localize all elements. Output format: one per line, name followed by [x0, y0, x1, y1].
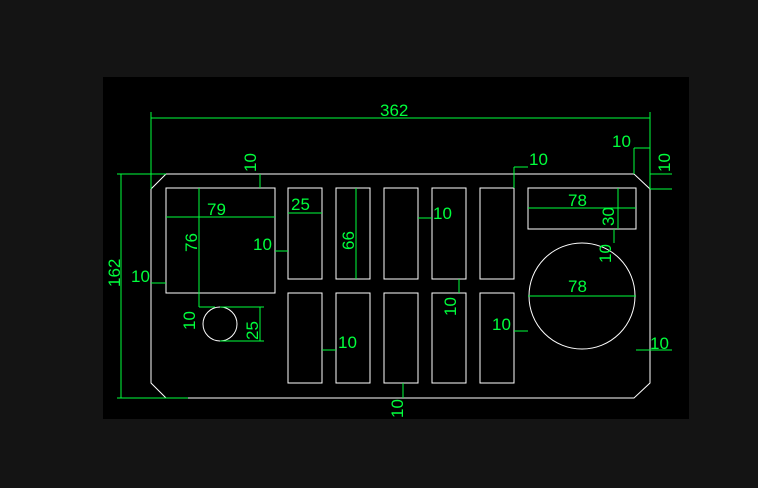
slot-top-4	[431, 187, 467, 280]
dim-right-pocket-width: 78	[568, 191, 587, 210]
dim-bottom-margin: 10	[388, 399, 407, 418]
dim-slot-height: 66	[339, 231, 358, 250]
dim-left-margin: 10	[131, 267, 150, 286]
dim-big-pocket-height: 76	[182, 233, 201, 252]
slot-bottom-4	[431, 292, 467, 384]
dim-right-gap-mid: 10	[492, 315, 511, 334]
slot-top-5	[479, 187, 515, 280]
model-viewport[interactable]	[103, 77, 689, 419]
outer-profile	[150, 173, 651, 399]
dim-right-vgap: 10	[596, 244, 615, 263]
slot-top-3	[383, 187, 419, 280]
dim-slot-width: 25	[291, 195, 310, 214]
dim-right-pocket-height: 30	[599, 207, 618, 226]
dim-small-circle-diameter: 25	[243, 321, 262, 340]
slot-bottom-2	[335, 292, 371, 384]
dim-small-circle-gap: 10	[180, 311, 199, 330]
dim-top-margin: 10	[241, 153, 260, 172]
dim-overall-width: 362	[380, 101, 408, 120]
dim-corner-y: 10	[655, 153, 674, 172]
slot-top-1	[287, 187, 323, 280]
slot-bottom-1	[287, 292, 323, 384]
dim-overall-height: 162	[105, 259, 124, 287]
dim-big-pocket-width: 79	[207, 200, 226, 219]
dim-slot-vgap: 10	[441, 297, 460, 316]
dim-corner-x: 10	[612, 132, 631, 151]
dim-right-margin: 10	[650, 334, 669, 353]
dim-big-gap: 10	[253, 235, 272, 254]
slot-top-2	[335, 187, 371, 280]
dim-slot-gap: 10	[433, 204, 452, 223]
dim-right-gap-top: 10	[529, 150, 548, 169]
slot-bottom-3	[383, 292, 419, 384]
slot-bottom-5	[479, 292, 515, 384]
dim-gap-bottom-left: 10	[338, 333, 357, 352]
big-pocket	[165, 187, 276, 294]
dimension-lines	[117, 112, 672, 399]
dim-big-circle-diameter: 78	[568, 277, 587, 296]
